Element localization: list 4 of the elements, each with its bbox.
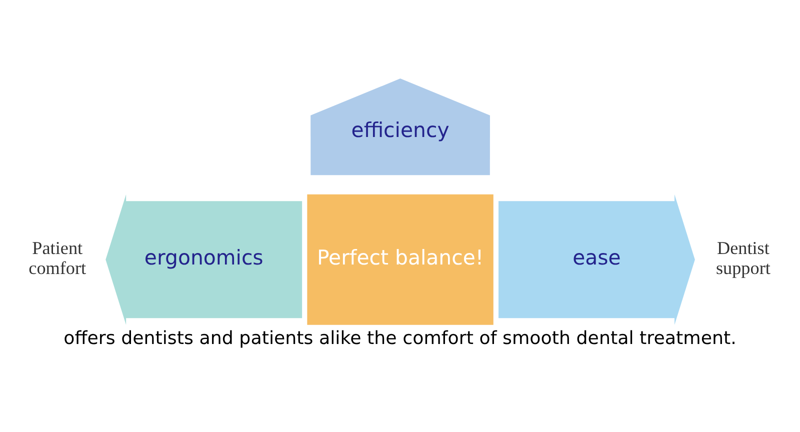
node-label: Patient comfort [28,237,86,278]
caption: offers dentists and patients alike the comfort of smooth dental treatment. [64,328,736,349]
node-label: Dentist support [716,237,770,278]
node-box: Perfect balance! [307,194,494,324]
